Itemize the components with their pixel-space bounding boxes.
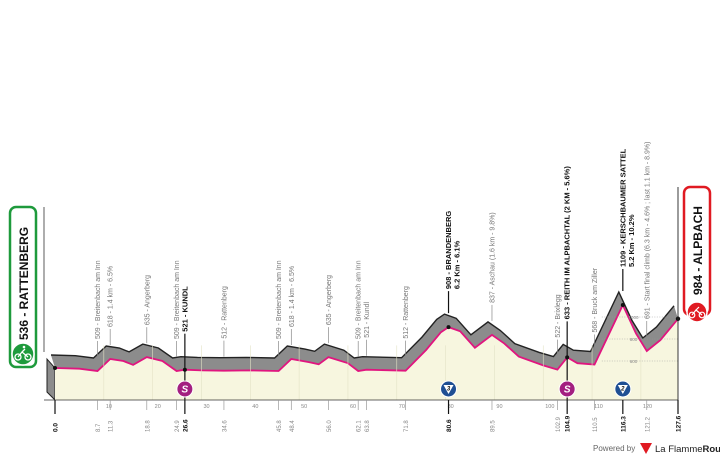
waypoint-label: 633 - REITH IM ALPBACHTAL (2 KM - 5.6%) (563, 166, 572, 320)
x-tick-label: 10 (106, 404, 112, 410)
climb-sprint-markers: S 3 S 2 (176, 380, 632, 398)
flame-logo-icon (640, 443, 652, 454)
x-tick-label: 120 (643, 404, 652, 410)
km-marker-label: 71.8 (404, 420, 410, 432)
elevation-grid-label: 1000 (629, 315, 640, 320)
x-tick-label: 110 (594, 404, 603, 410)
elevation-grid-label: 600 (630, 359, 638, 364)
waypoint-sublabel: 5.2 Km - 10.2% (627, 214, 636, 267)
waypoint-label: 509 - Breitenbach am Inn (95, 260, 102, 339)
profile-fill (55, 305, 678, 400)
sprint-circle (558, 380, 576, 398)
elevation-grid-label: 800 (630, 337, 638, 342)
km-marker-label: 62.1 (357, 420, 363, 432)
waypoint-label: 568 - Bruck am Ziller (592, 267, 599, 332)
bike-icon (11, 342, 35, 366)
km-marker-label: 45.8 (277, 420, 283, 432)
x-tick-label: 100 (545, 404, 554, 410)
start-label: 536 - RATTENBERG (17, 227, 31, 340)
km-marker-label: 116.3 (620, 416, 627, 432)
waypoint-label: 691 - Start final climb (6.3 km - 4.6% ;… (644, 142, 651, 319)
km-marker-label: 121.2 (645, 416, 651, 432)
waypoint-dot (620, 303, 625, 308)
waypoint-label: 509 - Breitenbach am Inn (356, 260, 363, 339)
waypoint-labels: 509 - Breitenbach am Inn 618 - 1.4 km - 6… (53, 142, 681, 400)
brand-name: La FlammeRouge (655, 444, 720, 455)
km-marker-label: 110.5 (593, 417, 599, 432)
profile-layer (46, 290, 679, 402)
x-axis: 10 20 30 40 50 60 70 80 90 100 110 120 0.0 8.7 11.3 18.… (44, 399, 683, 432)
x-tick-label: 90 (496, 404, 502, 410)
x-tick-label: 30 (203, 404, 209, 410)
km-marker-label: 48.4 (290, 420, 296, 432)
km-marker-label: 0.0 (53, 423, 60, 432)
kom-icon: 2 (614, 380, 632, 398)
kom-icon: 3 (440, 380, 458, 398)
finish-badge: 984 - ALPBACH (682, 185, 712, 323)
sprint-icon: S (176, 380, 194, 398)
waypoint-label: 512 - Rattenberg (221, 286, 228, 339)
finish-label: 984 - ALPBACH (691, 206, 705, 295)
waypoint-dot (446, 325, 451, 330)
waypoint-dot (182, 367, 187, 372)
km-marker-label: 11.3 (109, 420, 115, 432)
km-marker-label: 56.0 (327, 420, 333, 432)
waypoint-label: 635 - Angerberg (144, 275, 151, 325)
km-marker-label: 127.6 (676, 415, 683, 432)
km-marker-label: 63.8 (365, 420, 371, 432)
km-marker-label: 34.6 (222, 420, 228, 432)
km-marker-label: 89.5 (490, 420, 496, 432)
waypoint-label: 635 - Angerberg (326, 275, 333, 325)
km-marker-label: 102.9 (556, 416, 562, 432)
km-marker-label: 80.6 (446, 419, 453, 432)
profile-line (54, 302, 679, 372)
waypoint-label: 1109 - KERSCHBAUMER SATTEL (618, 148, 627, 267)
x-tick-label: 60 (350, 404, 356, 410)
x-tick-label: 50 (301, 404, 307, 410)
km-marker-label: 26.6 (182, 419, 189, 432)
sprint-label: S (182, 385, 189, 396)
start-dot (53, 366, 57, 371)
start-badge: 536 - RATTENBERG (8, 205, 38, 369)
km-marker-label: 24.9 (175, 420, 181, 432)
waypoint-label: 512 - Rattenberg (403, 286, 410, 339)
kom-label: 2 (620, 387, 625, 393)
kom-triangle (443, 385, 454, 394)
waypoint-label: 509 - Breitenbach am Inn (276, 260, 283, 339)
waypoint-label: 521 - KUNDL (180, 286, 189, 332)
bike-icon (686, 301, 708, 323)
relief-top-line (50, 290, 675, 359)
sprint-circle (176, 380, 194, 398)
waypoint-label: 509 - Breitenbach am Inn (174, 260, 181, 339)
km-marker-label: 104.9 (565, 415, 572, 432)
relief-left-face (46, 357, 56, 402)
waypoint-label: 521 - Kundl (364, 301, 371, 337)
waypoint-sublabel: 6.2 Km - 6.1% (453, 240, 462, 289)
powered-by: Powered by La FlammeRouge (593, 443, 720, 455)
kom-label: 3 (447, 387, 451, 393)
waypoint-label: 837 - Aschau (1.6 km - 9.8%) (489, 212, 496, 303)
kom-triangle (617, 385, 628, 394)
x-tick-label: 80 (448, 404, 454, 410)
powered-by-text: Powered by (593, 444, 635, 453)
waypoint-dot (565, 355, 570, 360)
sprint-icon: S (558, 380, 576, 398)
km-marker-label: 8.7 (96, 423, 102, 432)
waypoint-label: 618 - 1.4 km - 6.5% (108, 266, 115, 327)
sprint-label: S (564, 385, 571, 396)
x-tick-label: 20 (155, 404, 161, 410)
x-tick-label: 40 (252, 404, 258, 410)
waypoint-label: 618 - 1.4 km - 6.5% (289, 266, 296, 327)
km-marker-label: 18.8 (145, 420, 151, 432)
waypoint-label: 908 - BRANDENBERG (444, 211, 453, 290)
x-tick-label: 70 (399, 404, 405, 410)
waypoint-label: 522 - Brixlegg (555, 294, 562, 337)
relief-band (51, 292, 678, 371)
